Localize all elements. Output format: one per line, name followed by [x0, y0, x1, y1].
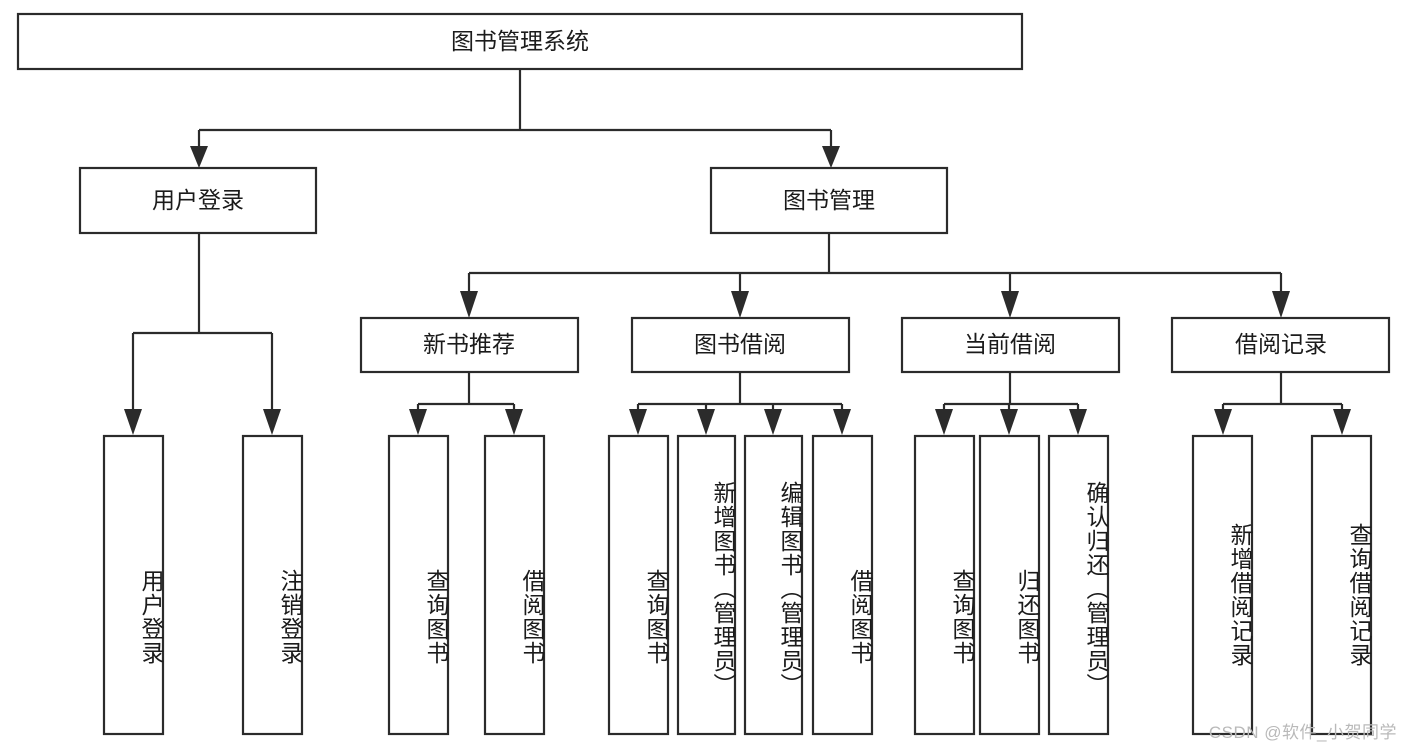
arrowhead-to-leaf-logout-login — [263, 409, 281, 435]
node-leaf-query-book-3-box[interactable] — [913, 434, 976, 736]
node-user-login-box[interactable] — [78, 166, 318, 235]
node-leaf-query-borrow-record-box[interactable] — [1310, 434, 1373, 736]
connector-borrow-record-down — [1221, 372, 1344, 414]
connector-book-manage-down — [467, 233, 1283, 294]
node-user-login-label: 用户登录 — [152, 187, 244, 213]
arrowhead-to-book-borrow — [731, 291, 749, 318]
node-leaf-borrow-book-2-box[interactable] — [811, 434, 874, 736]
node-book-borrow-label: 图书借阅 — [694, 331, 786, 357]
arrowhead-to-leaf-query-book-1 — [409, 409, 427, 435]
arrowhead-to-user-login — [190, 146, 208, 168]
arrowhead-to-borrow-record — [1272, 291, 1290, 318]
node-book-manage-box[interactable] — [709, 166, 949, 235]
node-borrow-record-label: 借阅记录 — [1235, 331, 1327, 357]
arrowhead-to-leaf-borrow-book-2 — [833, 409, 851, 435]
connector-new-book-recommend-down — [416, 372, 516, 414]
node-leaf-add-borrow-record-box[interactable] — [1191, 434, 1254, 736]
node-leaf-return-book-box[interactable] — [978, 434, 1041, 736]
node-leaf-confirm-return-admin-box[interactable] — [1047, 434, 1110, 736]
node-book-manage-label: 图书管理 — [783, 187, 875, 213]
node-root-box[interactable] — [16, 12, 1024, 71]
watermark-text: CSDN @软件_小贺同学 — [1208, 723, 1397, 742]
node-current-borrow-box[interactable] — [900, 316, 1121, 374]
node-book-borrow-box[interactable] — [630, 316, 851, 374]
node-leaf-edit-book-admin-box[interactable] — [743, 434, 804, 736]
node-current-borrow-label: 当前借阅 — [964, 331, 1056, 357]
node-leaf-user-login-box[interactable] — [102, 434, 165, 736]
arrowhead-to-leaf-add-book-admin — [697, 409, 715, 435]
arrowhead-to-leaf-borrow-book-1 — [505, 409, 523, 435]
connector-book-borrow-down — [636, 372, 844, 414]
arrowhead-to-leaf-add-borrow-record — [1214, 409, 1232, 435]
arrowhead-to-leaf-confirm-return-admin — [1069, 409, 1087, 435]
node-leaf-query-book-1-box[interactable] — [387, 434, 450, 736]
arrowhead-to-leaf-return-book — [1000, 409, 1018, 435]
arrowhead-to-book-manage — [822, 146, 840, 168]
arrowhead-to-current-borrow — [1001, 291, 1019, 318]
leaf-boxes — [102, 434, 1373, 736]
arrowhead-to-leaf-query-borrow-record — [1333, 409, 1351, 435]
node-leaf-query-book-2-box[interactable] — [607, 434, 670, 736]
arrowhead-to-leaf-user-login — [124, 409, 142, 435]
connector-user-login-down — [131, 233, 274, 414]
arrowhead-to-leaf-edit-book-admin — [764, 409, 782, 435]
arrowhead-to-leaf-query-book-3 — [935, 409, 953, 435]
node-leaf-add-book-admin-box[interactable] — [676, 434, 737, 736]
node-leaf-borrow-book-1-box[interactable] — [483, 434, 546, 736]
arrowhead-to-new-book-recommend — [460, 291, 478, 318]
node-new-book-recommend-box[interactable] — [359, 316, 580, 374]
node-root-label: 图书管理系统 — [451, 28, 589, 54]
arrowhead-to-leaf-query-book-2 — [629, 409, 647, 435]
connector-root-down — [197, 69, 833, 152]
node-new-book-recommend-label: 新书推荐 — [423, 331, 515, 357]
node-borrow-record-box[interactable] — [1170, 316, 1391, 374]
connector-current-borrow-down — [942, 372, 1080, 414]
connector-group — [124, 69, 1351, 435]
node-leaf-logout-login-box[interactable] — [241, 434, 304, 736]
